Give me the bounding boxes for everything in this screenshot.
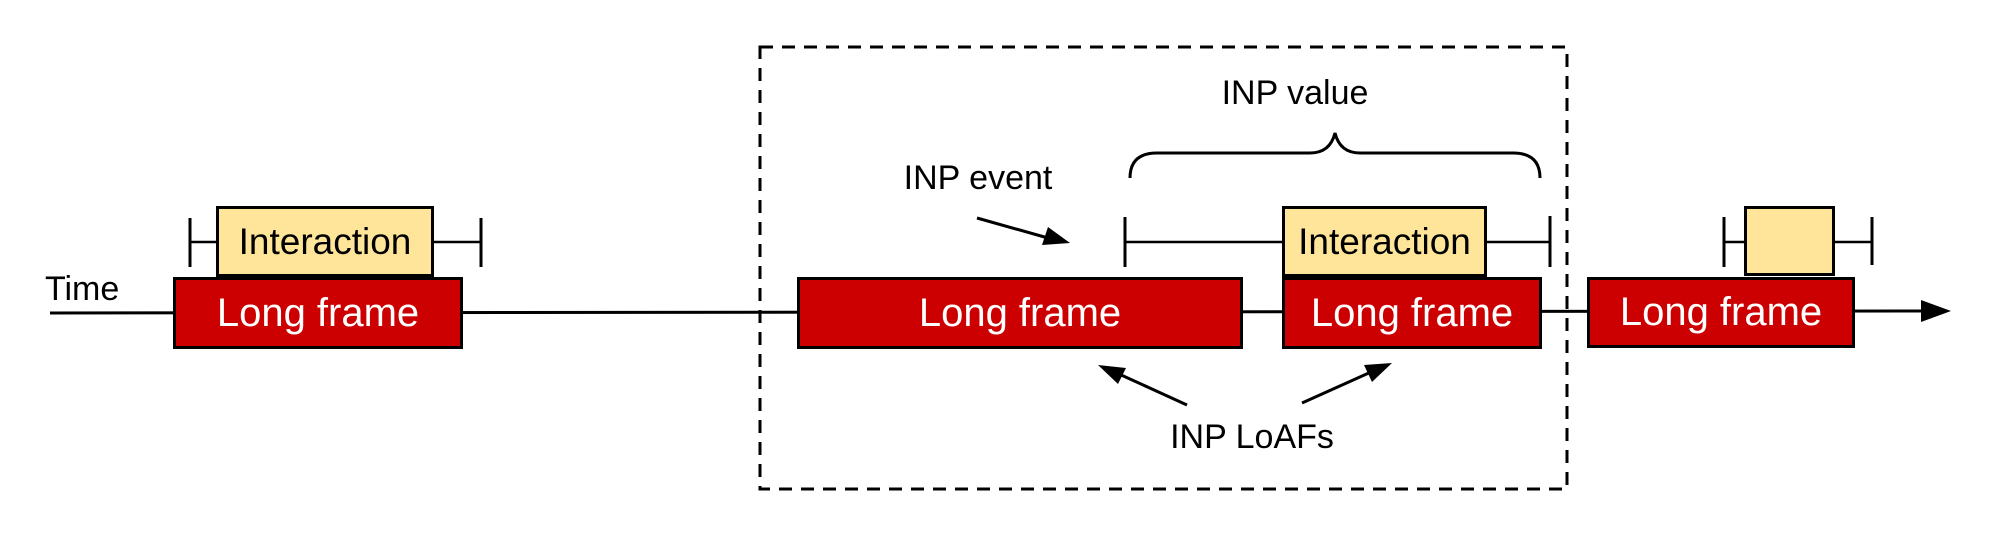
long-frame-2-label: Long frame — [918, 290, 1122, 335]
interaction-2: Interaction — [1282, 206, 1487, 277]
inp-event-label: INP event — [903, 159, 1053, 197]
inp-loafs-arrow-left — [1098, 365, 1188, 407]
time-axis-arrowhead — [1921, 300, 1951, 322]
long-frame-3-label: Long frame — [1310, 290, 1514, 335]
inp-value-brace — [1128, 132, 1542, 179]
long-frame-4: Long frame — [1587, 277, 1855, 348]
dashed-observation-window — [758, 45, 1569, 491]
long-frame-2: Long frame — [797, 277, 1243, 349]
inp-loafs-label: INP LoAFs — [1170, 418, 1334, 456]
inp-value-label: INP value — [1221, 74, 1369, 112]
long-frame-1-label: Long frame — [216, 290, 420, 335]
inp-loafs-arrow-right — [1301, 363, 1392, 405]
long-frame-3: Long frame — [1282, 277, 1542, 349]
inp-event-arrow — [976, 216, 1070, 245]
interaction-2-label: Interaction — [1298, 220, 1471, 262]
interaction-1: Interaction — [216, 206, 434, 277]
long-frame-4-label: Long frame — [1619, 290, 1823, 334]
long-frame-1: Long frame — [173, 277, 463, 349]
time-label: Time — [45, 270, 120, 308]
interaction-3 — [1744, 206, 1835, 276]
interaction-1-label: Interaction — [238, 220, 412, 262]
